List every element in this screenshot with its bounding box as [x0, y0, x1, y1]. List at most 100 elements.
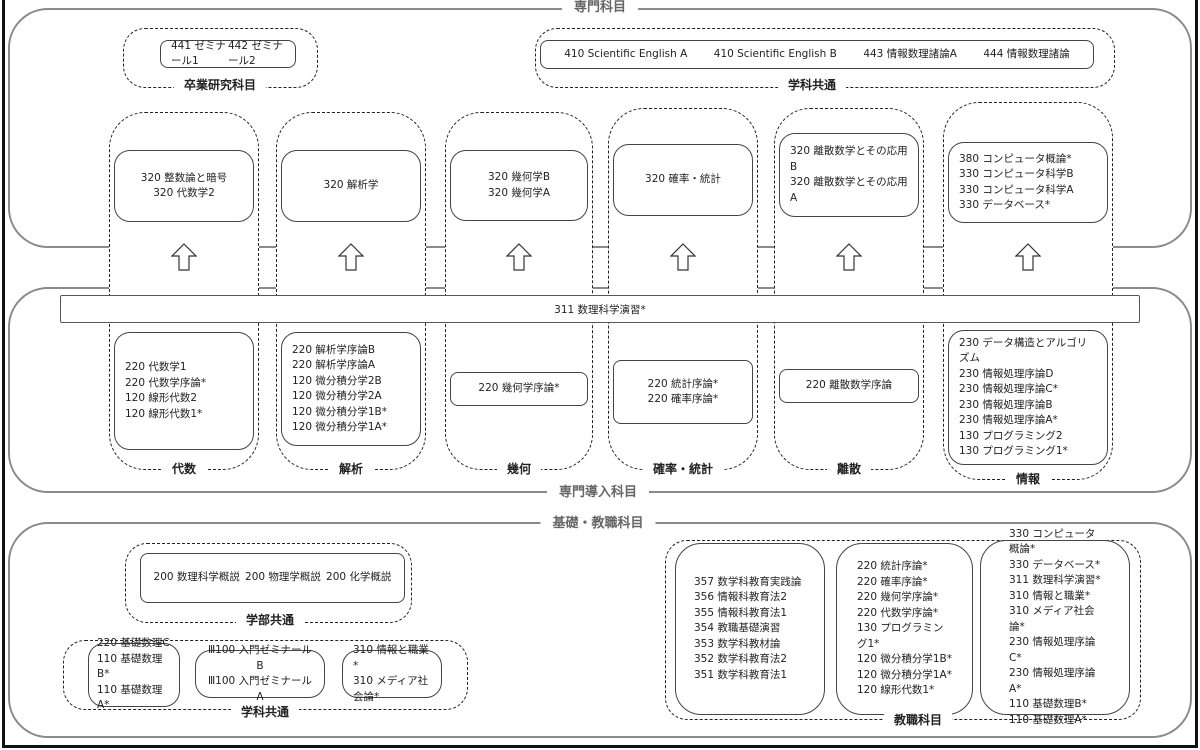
- course-item: 200 化学概説: [326, 571, 392, 584]
- course-item: 220 統計序論*: [857, 560, 928, 573]
- course-item: 441 ゼミナール1: [171, 39, 226, 68]
- course-item: 310 情報と職業*: [353, 644, 429, 672]
- course-item: 220 幾何学序論*: [478, 382, 560, 395]
- course-item: 230 データ構造とアルゴリズム: [959, 336, 1088, 365]
- course-item: 330 コンピュータ概論*: [1009, 527, 1096, 556]
- course-item: 410 Scientific English B: [713, 47, 837, 60]
- course-item: 130 プログラミング1*: [959, 445, 1068, 457]
- upper-course-box: 320 確率・統計: [613, 144, 753, 216]
- lower-course-box: 220 統計序論* 220 確率序論*: [613, 360, 753, 424]
- course-item: 443 情報数理諸論A: [863, 47, 957, 60]
- course-item: 310 情報と職業*: [1009, 589, 1091, 602]
- course-item: 320 整数論と暗号: [140, 171, 228, 184]
- kyoshoku-label: 教職科目: [883, 713, 953, 727]
- lower-course-box: 220 代数学1 220 代数学序論* 120 線形代数2 120 線形代数1*: [114, 332, 254, 450]
- course-item: 220 代数学1: [125, 361, 187, 373]
- course-item: 357 数学科教育実践論: [694, 575, 802, 588]
- course-item: 356 情報科教育法2: [694, 591, 788, 604]
- up-arrow-icon: [170, 243, 198, 271]
- up-arrow-icon: [835, 243, 863, 271]
- course-item: 110 基礎数理A*: [1009, 713, 1087, 726]
- column-label-risan: 離散: [826, 462, 872, 476]
- kyoshoku-box-2: 220 統計序論*220 確率序論*220 幾何学序論*220 代数学序論*13…: [836, 543, 973, 715]
- course-item: 230 情報処理序論C*: [959, 383, 1058, 395]
- course-item: 320 確率・統計: [645, 173, 721, 186]
- sotsugyo-box: 441 ゼミナール1 442 ゼミナール2: [160, 40, 296, 68]
- lower-course-box: 220 幾何学序論*: [450, 372, 588, 406]
- course-item: 330 データベース*: [1009, 558, 1101, 571]
- course-item: 120 微分積分学2B: [292, 374, 382, 387]
- course-item: 110 基礎数理B*: [97, 652, 163, 681]
- up-arrow-icon: [1014, 243, 1042, 271]
- course-item: 353 数学科教材論: [694, 637, 781, 650]
- course-item: 230 情報処理序論A*: [959, 414, 1058, 426]
- course-item: 320 幾何学A: [487, 186, 551, 199]
- senmon-section-title: 専門科目: [561, 0, 639, 16]
- course-item: 330 データベース*: [959, 199, 1051, 211]
- course-item: 200 数理科学概説: [153, 571, 240, 584]
- upper-course-box: 320 離散数学とその応用B 320 離散数学とその応用A: [779, 133, 919, 217]
- senmon-gakka-label: 学科共通: [777, 78, 847, 92]
- course-item: 310 メディア社会論*: [1009, 605, 1095, 633]
- sotsugyo-label: 卒業研究科目: [173, 78, 267, 92]
- course-item: 120 微分積分学1B*: [292, 405, 388, 418]
- lower-course-box: 230 データ構造とアルゴリズム 230 情報処理序論D 230 情報処理序論C* 2…: [948, 330, 1108, 465]
- course-item: 220 幾何学序論*: [857, 591, 939, 604]
- course-item: 120 線形代数2: [125, 392, 198, 404]
- course-item: 220 代数学序論*: [125, 376, 207, 389]
- course-item: 230 情報処理序論C*: [1009, 636, 1096, 664]
- course-item: 354 教職基礎演習: [694, 622, 781, 635]
- column-label-kakuritsu: 確率・統計: [642, 462, 724, 476]
- course-item: 355 情報科教育法1: [694, 606, 788, 619]
- lower-course-box: 220 離散数学序論: [779, 369, 919, 403]
- course-item: 230 情報処理序論B: [959, 398, 1053, 411]
- course-item: 220 解析学序論A: [292, 359, 376, 371]
- course-item: 200 物理学概説: [245, 571, 321, 584]
- column-label-kaiseki: 解析: [328, 462, 374, 476]
- course-item: 311 数理科学演習*: [1009, 574, 1101, 587]
- course-item: 120 線形代数1*: [125, 407, 203, 420]
- kiso-section-title: 基礎・教職科目: [540, 516, 656, 532]
- course-item: 230 情報処理序論A*: [1009, 667, 1096, 695]
- course-item: 130 プログラミング1*: [857, 622, 944, 650]
- band-label: 311 数理科学演習*: [554, 303, 646, 316]
- up-arrow-icon: [669, 243, 697, 271]
- upper-course-box: 320 解析学: [281, 150, 421, 222]
- column-label-kika: 幾何: [496, 462, 542, 476]
- course-item: 220 離散数学序論: [805, 379, 893, 392]
- upper-course-box: 320 整数論と暗号 320 代数学2: [114, 150, 254, 222]
- course-item: 444 情報数理諸論: [983, 47, 1070, 60]
- course-item: 320 代数学2: [153, 187, 215, 199]
- course-item: 110 基礎数理A*: [97, 683, 163, 712]
- course-item: 442 ゼミナール2: [228, 39, 283, 68]
- course-item: 230 情報処理序論D: [959, 367, 1054, 380]
- kiso-gakka-box-3: 310 情報と職業* 310 メディア社会論*: [342, 644, 442, 703]
- course-item: 120 線形代数1*: [857, 684, 935, 697]
- kiso-gakka-box-2: Ⅲ100 入門ゼミナールB Ⅲ100 入門ゼミナールA: [195, 644, 325, 703]
- course-item: 220 代数学序論*: [857, 606, 939, 619]
- course-item: 220 統計序論*: [647, 377, 719, 390]
- kyoshoku-box-1: 357 数学科教育実践論 356 情報科教育法2 355 情報科教育法1 354 教職…: [675, 543, 825, 715]
- course-item: 220 解析学序論B: [292, 343, 376, 356]
- course-item: 320 離散数学とその応用A: [790, 176, 908, 204]
- course-item: 310 メディア社会論*: [353, 675, 429, 703]
- course-item: 320 幾何学B: [487, 171, 551, 183]
- course-item: 120 微分積分学2A: [292, 390, 382, 402]
- course-item: 330 コンピュータ科学B: [959, 168, 1074, 180]
- up-arrow-icon: [505, 243, 533, 271]
- course-item: 130 プログラミング2: [959, 429, 1063, 442]
- column-label-joho: 情報: [1005, 472, 1051, 486]
- course-item: 320 解析学: [323, 179, 379, 192]
- course-item: 120 微分積分学1A*: [857, 668, 952, 681]
- senmon-gakka-box: 410 Scientific English A 410 Scientific …: [540, 40, 1094, 69]
- column-label-daisu: 代数: [161, 462, 207, 476]
- course-item: 320 離散数学とその応用B: [790, 145, 908, 173]
- course-item: 380 コンピュータ概論*: [959, 152, 1072, 165]
- course-item: 120 微分積分学1A*: [292, 421, 387, 433]
- course-item: Ⅲ100 入門ゼミナールB: [207, 644, 313, 672]
- kiso-gakka-label: 学科共通: [230, 705, 300, 719]
- course-item: 220 確率序論*: [647, 393, 719, 405]
- course-item: Ⅲ100 入門ゼミナールA: [207, 675, 313, 703]
